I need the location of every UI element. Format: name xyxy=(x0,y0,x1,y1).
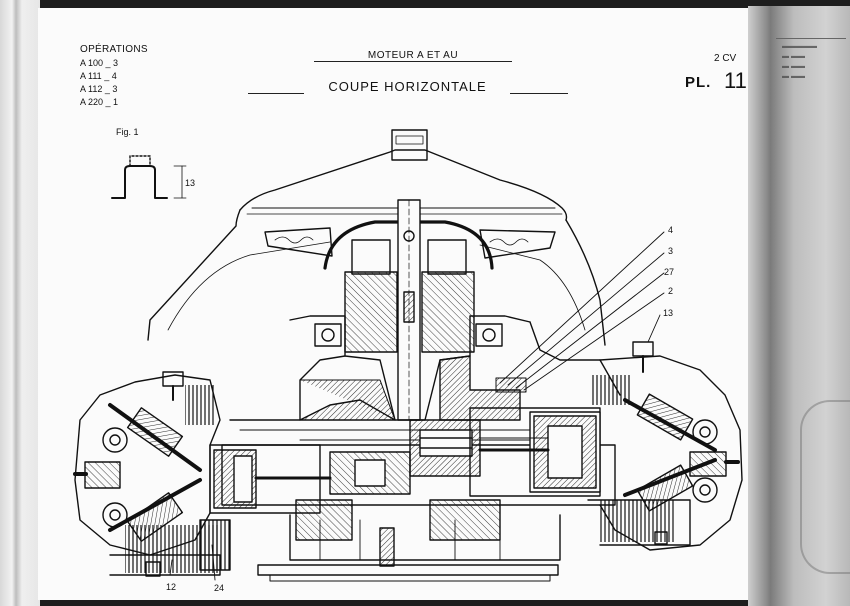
right-cylinder-head xyxy=(599,341,743,551)
callout-13: 13 xyxy=(663,308,673,318)
operations-list: A 100 _ 3 A 111 _ 4 A 112 _ 3 A 220 _ 1 xyxy=(80,57,118,109)
operation-code: A 220 _ 1 xyxy=(80,97,119,107)
plate-number: 11 xyxy=(724,68,747,93)
book-left-edge xyxy=(0,0,40,606)
right-cylinder xyxy=(469,375,691,546)
bearings xyxy=(314,323,503,347)
dynamo xyxy=(344,199,475,421)
callout-27: 27 xyxy=(664,267,674,277)
figure-label: Fig. 1 xyxy=(116,127,139,137)
callout-leaders xyxy=(169,231,665,581)
section-title: COUPE HORIZONTALE xyxy=(328,79,487,94)
adjacent-page-drawing xyxy=(800,400,850,574)
section-title-rule-left xyxy=(248,93,304,94)
model-label: 2 CV xyxy=(714,53,737,64)
callout-24: 24 xyxy=(214,583,224,593)
operation-code: A 111 _ 4 xyxy=(80,71,117,81)
callout-4: 4 xyxy=(668,225,673,235)
crankshaft xyxy=(295,419,501,541)
left-cylinder-head xyxy=(73,371,221,577)
crankcase xyxy=(221,315,621,506)
callout-2: 2 xyxy=(668,286,673,296)
callout-3: 3 xyxy=(668,246,673,256)
operations-title: OPÉRATIONS xyxy=(80,44,148,55)
callout-labels: 4 3 27 2 13 12 24 13 xyxy=(166,178,674,593)
operation-code: A 100 _ 3 xyxy=(80,58,119,68)
adjacent-page-header-rule xyxy=(776,38,846,103)
section-title-rule-right xyxy=(510,93,568,94)
sump xyxy=(257,514,561,582)
left-cylinder xyxy=(109,444,332,576)
callout-12: 12 xyxy=(166,582,176,592)
fig1-sleeve xyxy=(111,155,187,199)
plate-label: PL. xyxy=(685,74,712,91)
engine-title: MOTEUR A ET AU xyxy=(367,50,459,61)
engine-title-rule xyxy=(314,61,512,62)
adjacent-page-header: ▬▬▬▬▬▬ ▬▬▬ ▬▬▬ ▬▬ xyxy=(782,43,817,80)
fig1-dimension: 13 xyxy=(185,178,195,188)
adjacent-page xyxy=(770,6,850,606)
operation-code: A 112 _ 3 xyxy=(80,84,118,94)
